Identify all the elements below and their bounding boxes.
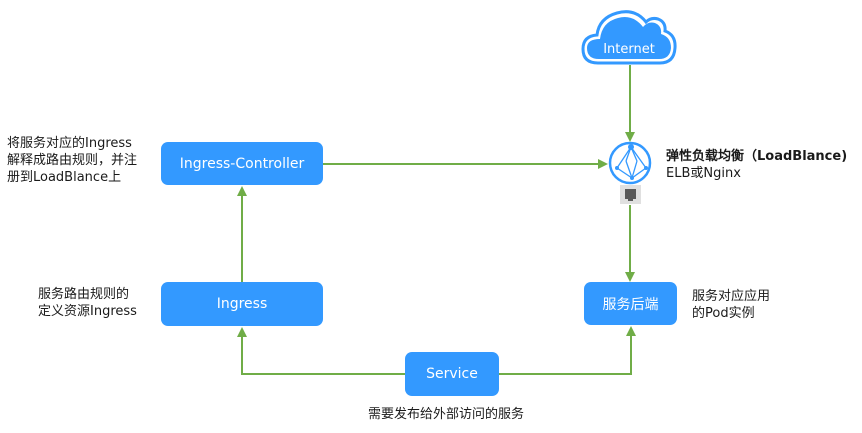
ingress-label: Ingress (216, 296, 268, 312)
backend-label: 服务后端 (602, 296, 659, 313)
annotation-line: 服务对应应用 (692, 289, 771, 304)
annotation-line: 册到LoadBlance上 (7, 170, 122, 185)
load-balancer-subtitle: ELB或Nginx (666, 166, 741, 181)
annotation-line: 定义资源Ingress (38, 304, 137, 319)
service-label: Service (426, 366, 478, 382)
internet-label: Internet (603, 42, 655, 57)
ingress-controller-node[interactable]: Ingress-Controller (161, 142, 323, 185)
service-annotation: 需要发布给外部访问的服务 (368, 407, 525, 422)
edge-service-to-backend (499, 326, 636, 375)
ethernet-port-icon (620, 185, 641, 204)
ingress-node[interactable]: Ingress (161, 282, 323, 326)
backend-node[interactable]: 服务后端 (584, 282, 677, 325)
annotation-line: 解释成路由规则，并注 (7, 153, 138, 168)
annotation-line: 将服务对应的Ingress (7, 136, 132, 151)
annotation-line: 服务路由规则的 (38, 287, 130, 302)
ingress-controller-label: Ingress-Controller (179, 155, 305, 172)
edge-service-to-ingress (237, 327, 405, 375)
load-balancer-title: 弹性负载均衡（LoadBlance) (666, 149, 848, 164)
annotation-line: 的Pod实例 (692, 306, 755, 321)
load-balancer-icon (608, 141, 652, 185)
service-node[interactable]: Service (405, 352, 499, 396)
cloud-icon (581, 10, 677, 65)
